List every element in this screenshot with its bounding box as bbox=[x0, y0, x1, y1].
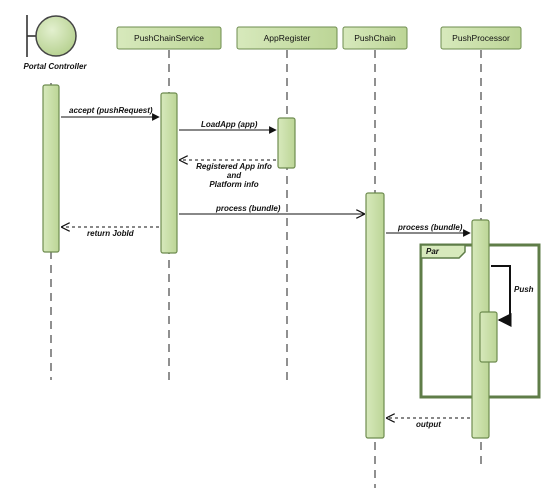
message-push-self-arrow bbox=[491, 265, 512, 327]
message-output-label: output bbox=[416, 420, 441, 429]
activation-push-processor-self bbox=[479, 311, 498, 363]
participant-box-push-processor bbox=[440, 26, 522, 50]
message-return-jobid-label: return JobId bbox=[87, 229, 135, 238]
participant-portal-controller: Portal Controller bbox=[23, 62, 87, 71]
message-registered-label-line3: Platform info bbox=[209, 180, 258, 189]
participant-push-processor: PushProcessor bbox=[452, 33, 510, 43]
activation-portal-controller bbox=[42, 84, 60, 253]
participant-box-push-chain-service bbox=[116, 26, 222, 50]
activation-push-chain bbox=[365, 192, 385, 439]
participant-app-register: AppRegister bbox=[264, 33, 311, 43]
participant-push-chain-service: PushChainService bbox=[134, 33, 204, 43]
boundary-actor-icon bbox=[26, 15, 77, 57]
message-push-label: Push bbox=[514, 285, 534, 294]
participant-push-chain: PushChain bbox=[354, 33, 396, 43]
participant-box-app-register bbox=[236, 26, 338, 50]
activation-app-register bbox=[277, 117, 296, 169]
message-registered-label-line1: Registered App info bbox=[196, 162, 272, 171]
participant-box-push-chain bbox=[342, 26, 408, 50]
message-process-service-label: process (bundle) bbox=[215, 204, 281, 213]
message-registered-label-line2: and bbox=[227, 171, 242, 180]
par-operator-label: Par bbox=[426, 247, 440, 256]
message-load-app-label: LoadApp (app) bbox=[201, 120, 258, 129]
activation-push-chain-service bbox=[160, 92, 178, 254]
message-accept-label: accept (pushRequest) bbox=[69, 106, 153, 115]
message-process-chain-label: process (bundle) bbox=[397, 223, 463, 232]
